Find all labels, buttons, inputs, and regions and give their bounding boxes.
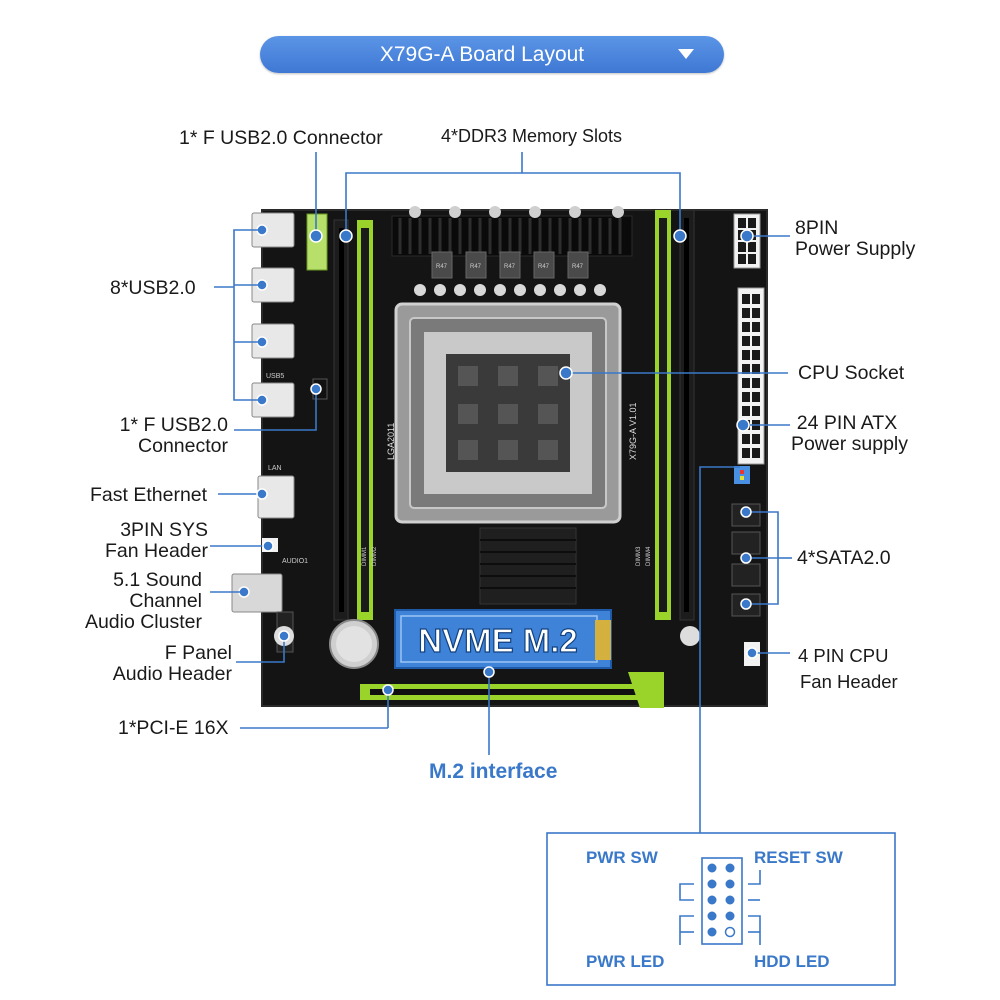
- front-panel-pin-diagram: [679, 857, 761, 945]
- model-silk: X79G-A V1.01: [628, 402, 638, 460]
- svg-text:R47: R47: [504, 264, 516, 270]
- label-usb-ports: 8*USB2.0: [110, 277, 196, 299]
- label-m2-interface: M.2 interface: [429, 760, 558, 783]
- page-title: X79G-A Board Layout: [379, 42, 585, 66]
- audio-silk: AUDIO1: [282, 558, 308, 565]
- audio-jack-cluster: [231, 573, 283, 613]
- svg-text:DIMM1: DIMM1: [362, 546, 368, 566]
- svg-text:DIMM3: DIMM3: [636, 546, 642, 566]
- title-dropdown[interactable]: X79G-A Board Layout: [260, 36, 724, 73]
- label-cpu-socket: CPU Socket: [798, 362, 905, 384]
- lan-silk: LAN: [268, 465, 282, 472]
- svg-text:R47: R47: [572, 264, 584, 270]
- socket-silk: LGA2011: [386, 423, 396, 460]
- label-hdd-led: HDD LED: [754, 952, 830, 971]
- label-8pin-power: 8PIN Power Supply: [795, 217, 916, 260]
- label-pwr-sw: PWR SW: [586, 848, 658, 867]
- vrm-chokes: [431, 251, 589, 279]
- label-atx-power: 24 PIN ATX Power supply: [790, 412, 908, 455]
- label-fast-ethernet: Fast Ethernet: [90, 484, 208, 506]
- label-cpu-fan: 4 PIN CPU Fan Header: [798, 645, 898, 692]
- label-front-usb-top: 1* F USB2.0 Connector: [179, 127, 383, 149]
- nvme-label: NVME M.2: [418, 622, 578, 659]
- svg-text:DIMM4: DIMM4: [646, 546, 652, 566]
- label-sys-fan-header: 3PIN SYS Fan Header: [105, 519, 208, 562]
- vrm-heatsink: [391, 215, 633, 257]
- nvme-m2-module: [394, 609, 612, 669]
- label-ddr3-slots: 4*DDR3 Memory Slots: [441, 126, 623, 146]
- svg-text:R47: R47: [538, 264, 550, 270]
- label-reset-sw: RESET SW: [754, 848, 843, 867]
- chevron-down-icon[interactable]: [678, 49, 694, 59]
- label-sata: 4*SATA2.0: [797, 547, 891, 569]
- label-pcie: 1*PCI-E 16X: [118, 717, 229, 739]
- label-pwr-led: PWR LED: [586, 952, 665, 971]
- label-f-panel-audio: F Panel Audio Header: [112, 642, 232, 685]
- svg-text:DIMM2: DIMM2: [372, 546, 378, 566]
- svg-text:R47: R47: [436, 264, 448, 270]
- label-front-usb-left: 1* F USB2.0 Connector: [119, 414, 228, 457]
- label-audio-cluster: 5.1 Sound Channel Audio Cluster: [84, 569, 202, 633]
- svg-text:R47: R47: [470, 264, 482, 270]
- usb5-silk: USB5: [266, 373, 284, 380]
- front-panel-header: [734, 466, 750, 484]
